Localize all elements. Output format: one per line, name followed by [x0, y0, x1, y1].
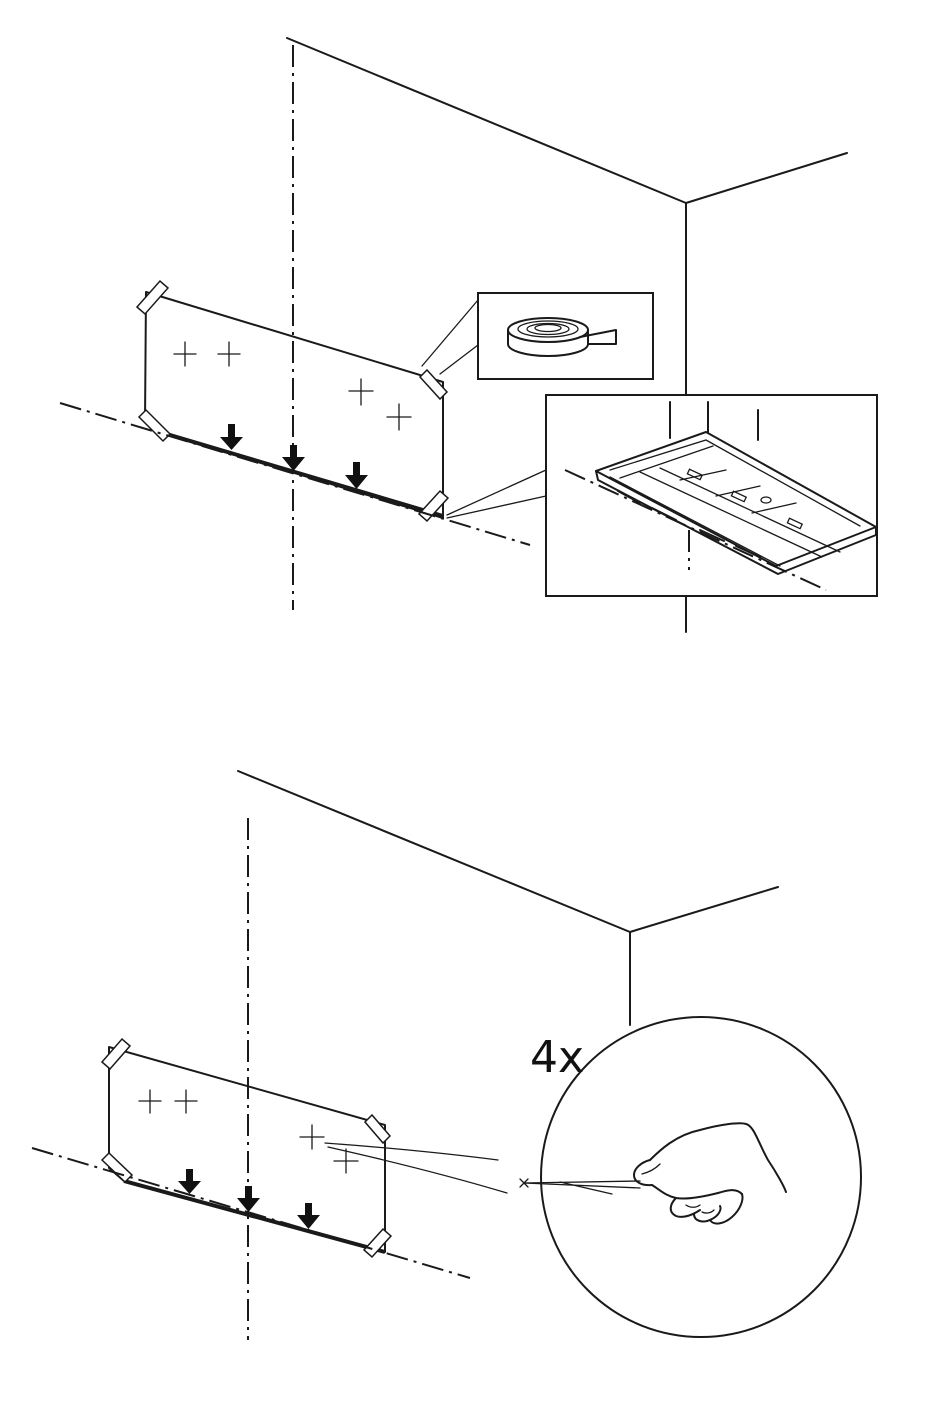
- alignment-arrow: [297, 1203, 320, 1229]
- hole-marker: [218, 342, 240, 366]
- hole-marker: [139, 1090, 161, 1113]
- hole-marker: [387, 404, 411, 430]
- hole-marker: [175, 1090, 197, 1113]
- alignment-arrow: [220, 424, 243, 450]
- tape-strip: [139, 410, 170, 441]
- hole-marker: [349, 379, 373, 405]
- hand-with-pencil-detail: 4x: [520, 1017, 861, 1337]
- alignment-arrow: [282, 445, 305, 471]
- step-2-mark-holes: 4x: [32, 771, 861, 1340]
- wall-corner-lines: [238, 771, 778, 1025]
- horizontal-alignment-line: [32, 1148, 470, 1278]
- quantity-label: 4x: [530, 1032, 584, 1083]
- hole-marker: [174, 342, 196, 366]
- tape-strip: [102, 1039, 130, 1069]
- alignment-arrow: [345, 462, 368, 489]
- cooker-hood-detail: [546, 395, 877, 596]
- hole-marker: [300, 1125, 324, 1149]
- alignment-arrow: [237, 1186, 260, 1212]
- alignment-arrow: [178, 1169, 201, 1194]
- adhesive-tape-roll-detail: [478, 293, 653, 379]
- tape-strip: [102, 1153, 132, 1182]
- step-1-tape-template: [60, 38, 877, 632]
- tape-strip: [365, 1115, 390, 1143]
